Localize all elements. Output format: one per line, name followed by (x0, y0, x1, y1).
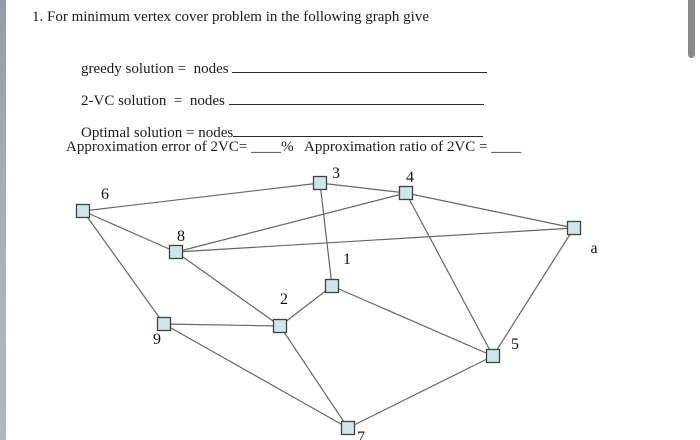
greedy-solution-label: greedy solution = nodes (81, 61, 233, 77)
two-vc-solution-line: 2-VC solution = nodes (66, 73, 484, 128)
graph-node-2 (272, 318, 288, 334)
window-edge-strip (0, 0, 6, 440)
optimal-solution-blank (233, 123, 484, 137)
graph-node-label-5: 5 (511, 336, 519, 353)
graph-edge-3-4 (319, 182, 407, 194)
graph-node-4 (398, 185, 414, 201)
graph-edge-8-2 (175, 251, 281, 327)
graph-edge-3-1 (319, 182, 333, 287)
graph-edge-6-3 (82, 182, 321, 212)
graph-edge-6-8 (82, 210, 177, 253)
graph-node-a (566, 220, 582, 236)
graph-node-label-8: 8 (177, 228, 185, 245)
graph-edge-4-8 (175, 192, 407, 253)
two-vc-solution-label: 2-VC solution = nodes (81, 93, 229, 109)
graph-node-9 (156, 316, 172, 332)
graph-node-label-1: 1 (343, 251, 351, 268)
graph-edge-1-2 (279, 285, 333, 327)
graph-node-label-2: 2 (280, 291, 288, 308)
approximation-line: Approximation error of 2VC= ____% Approx… (66, 139, 522, 155)
graph-edge-5-7 (347, 355, 494, 429)
graph-node-label-9: 9 (153, 331, 161, 348)
graph-edge-2-7 (279, 325, 349, 429)
graph-edge-4-5 (405, 192, 494, 357)
graph-edge-2-9 (163, 323, 281, 327)
problem-title: 1. For minimum vertex cover problem in t… (32, 9, 430, 25)
graph-node-6 (75, 203, 91, 219)
graph-edge-4-a (405, 192, 575, 229)
graph-edge-1-5 (331, 285, 494, 357)
greedy-solution-line: greedy solution = nodes (66, 41, 488, 96)
optimal-solution-line: Optimal solution = nodes (66, 105, 484, 160)
graph-edge-a-5 (492, 227, 575, 357)
graph-node-label-a: a (590, 240, 597, 257)
graph-node-7 (340, 420, 356, 436)
graph-node-label-4: 4 (406, 169, 414, 186)
optimal-solution-label: Optimal solution = nodes (81, 125, 234, 141)
graph-node-3 (312, 175, 328, 191)
graph-node-5 (485, 348, 501, 364)
graph-edge-6-9 (82, 210, 165, 325)
greedy-solution-blank (232, 59, 488, 73)
graph-node-8 (168, 244, 184, 260)
graph-edge-9-7 (163, 323, 349, 429)
two-vc-solution-blank (228, 91, 484, 105)
graph-node-label-7: 7 (357, 429, 365, 440)
graph-node-1 (324, 278, 340, 294)
graph-node-label-6: 6 (101, 186, 109, 203)
graph-node-label-3: 3 (332, 165, 340, 182)
graph-edge-8-a (175, 227, 575, 253)
scrollbar-thumb[interactable] (688, 0, 695, 58)
